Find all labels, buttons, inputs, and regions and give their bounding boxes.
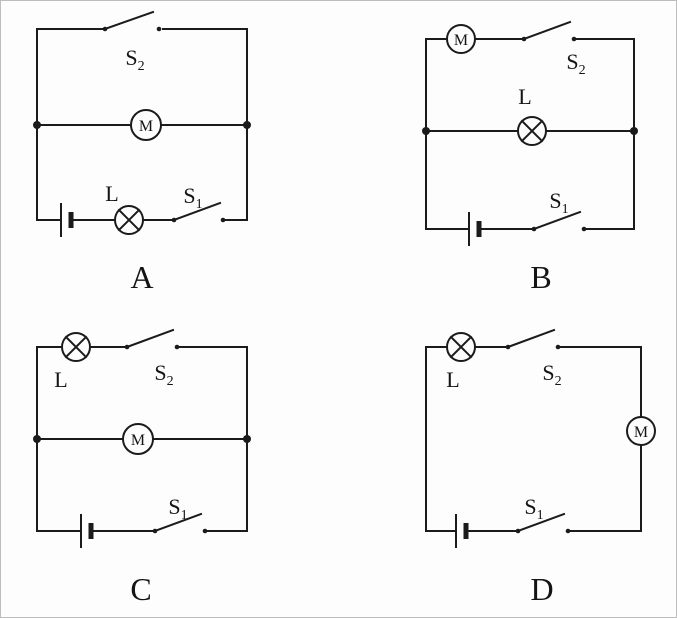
switch-blade <box>125 328 175 349</box>
battery-icon <box>455 514 469 548</box>
junction-dot <box>243 121 251 129</box>
motor-circle <box>130 109 162 141</box>
switch-blade <box>522 20 572 41</box>
lamp-circle <box>114 205 144 235</box>
lamp-icon <box>446 332 476 362</box>
switch-pivot <box>515 528 521 534</box>
circuit-caption: C <box>130 571 151 607</box>
circuit-diagram-d: L S2 M S1 D <box>425 328 656 607</box>
switch-pivot <box>531 226 537 232</box>
switch-s2-icon <box>124 328 180 350</box>
switch-s2-label: S2 <box>154 360 173 389</box>
switch-s1-label: S1 <box>183 183 202 212</box>
switch-s2-label: S2 <box>542 360 561 389</box>
junction-dot <box>33 121 41 129</box>
motor-letter: M <box>139 118 153 135</box>
switch-s2-icon <box>521 20 577 42</box>
switch-s1-label: S1 <box>168 494 187 523</box>
switch-s2-icon <box>102 10 162 32</box>
switch-contact <box>220 217 226 223</box>
switch-blade <box>103 10 155 31</box>
switch-blade <box>153 512 203 533</box>
battery-icon <box>60 203 74 237</box>
switch-s1-icon <box>171 201 226 223</box>
switch-contact <box>174 344 180 350</box>
switch-s2-label: S2 <box>125 45 144 74</box>
wire-path <box>425 346 642 532</box>
motor-letter: M <box>131 432 145 449</box>
junction-dot <box>422 127 430 135</box>
battery-icon <box>80 514 94 548</box>
circuit-diagram-c: L S2 M S1 C <box>33 328 251 607</box>
lamp-label: L <box>446 367 459 392</box>
lamp-circle <box>61 332 91 362</box>
battery-icon <box>468 212 482 246</box>
junction-dot <box>33 435 41 443</box>
motor-letter: M <box>454 32 468 49</box>
circuit-caption: B <box>530 259 551 295</box>
motor-circle <box>446 24 476 54</box>
circuit-caption: A <box>130 259 153 295</box>
lamp-cross-line <box>64 335 88 359</box>
motor-icon: M <box>122 423 154 455</box>
switch-pivot <box>505 344 511 350</box>
lamp-cross-line <box>449 335 473 359</box>
switch-pivot <box>124 344 130 350</box>
lamp-label: L <box>518 84 531 109</box>
switch-s1-label: S1 <box>549 188 568 217</box>
motor-circle <box>122 423 154 455</box>
lamp-label: L <box>54 367 67 392</box>
switch-pivot <box>521 36 527 42</box>
motor-letter: M <box>634 424 648 441</box>
lamp-label: L <box>105 181 118 206</box>
switch-blade <box>516 512 566 533</box>
switch-contact <box>202 528 208 534</box>
switch-pivot <box>152 528 158 534</box>
circuit-caption: D <box>530 571 553 607</box>
switch-contact <box>581 226 587 232</box>
switch-s1-label: S1 <box>524 494 543 523</box>
junction-dot <box>630 127 638 135</box>
motor-circle <box>626 416 656 446</box>
switch-contact <box>156 26 162 32</box>
motor-icon: M <box>626 416 656 446</box>
motor-icon: M <box>446 24 476 54</box>
switch-blade <box>172 201 222 222</box>
switch-s2-label: S2 <box>566 49 585 78</box>
switch-contact <box>571 36 577 42</box>
junction-dot <box>243 435 251 443</box>
lamp-circle <box>446 332 476 362</box>
motor-icon: M <box>130 109 162 141</box>
circuit-diagram-b: M S2 L S1 B <box>422 20 638 295</box>
switch-s1-icon <box>531 210 587 232</box>
lamp-cross-line <box>520 119 544 143</box>
lamp-icon <box>517 116 547 146</box>
switch-blade <box>506 328 556 349</box>
switch-contact <box>565 528 571 534</box>
switch-pivot <box>102 26 108 32</box>
lamp-circle <box>517 116 547 146</box>
switch-pivot <box>171 217 177 223</box>
switch-s1-icon <box>515 512 571 534</box>
switch-contact <box>555 344 561 350</box>
lamp-icon <box>114 205 144 235</box>
switch-s1-icon <box>152 512 208 534</box>
lamp-cross-line <box>117 208 141 232</box>
lamp-icon <box>61 332 91 362</box>
switch-blade <box>532 210 582 231</box>
switch-s2-icon <box>505 328 561 350</box>
circuit-diagram-a: S2 M L S1 A <box>33 10 251 295</box>
